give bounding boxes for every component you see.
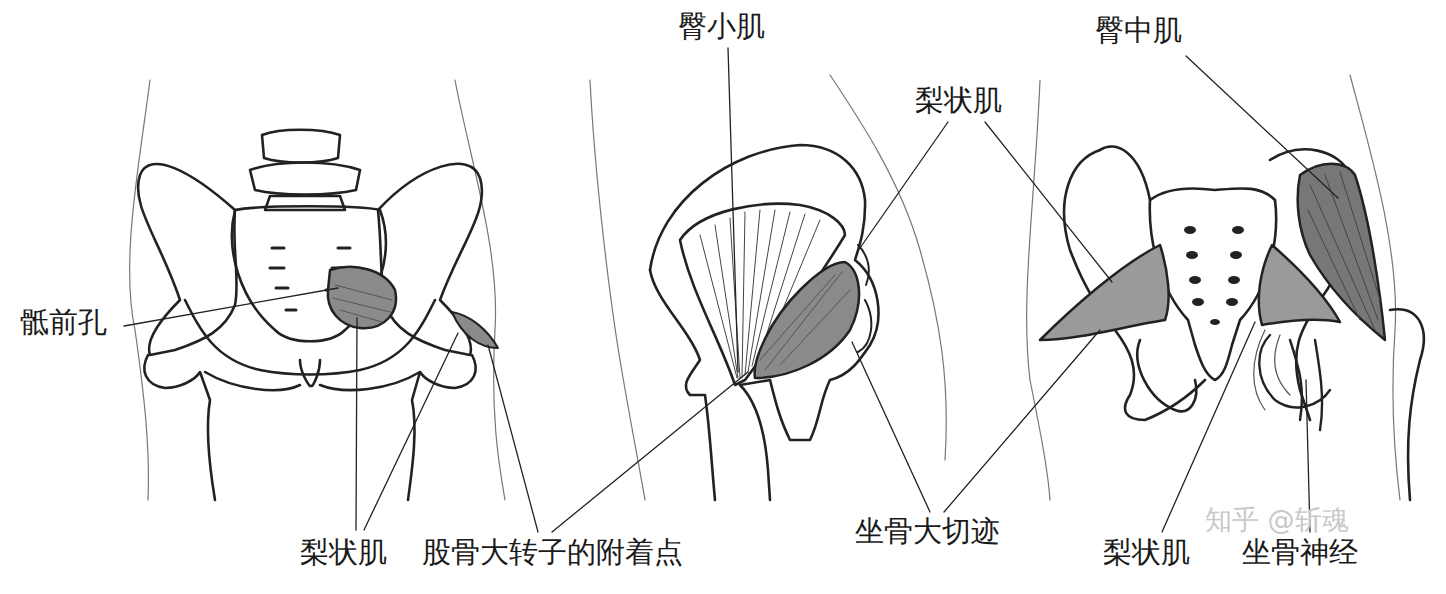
nerve-label: 坐骨神经 [1242, 536, 1358, 569]
muscle-label: 梨状肌 [915, 84, 1002, 117]
bone-label: 骶前孔 [20, 306, 107, 339]
muscle-label: 梨状肌 [1103, 536, 1190, 569]
muscle-label: 臀小肌 [678, 10, 765, 43]
muscle-label: 梨状肌 [300, 536, 387, 569]
attachment-label: 股骨大转子的附着点 [422, 536, 683, 569]
watermark: 知乎 @斩魂 [1205, 504, 1349, 535]
bone-label: 坐骨大切迹 [855, 515, 1000, 548]
muscle-label: 臀中肌 [1095, 14, 1182, 47]
